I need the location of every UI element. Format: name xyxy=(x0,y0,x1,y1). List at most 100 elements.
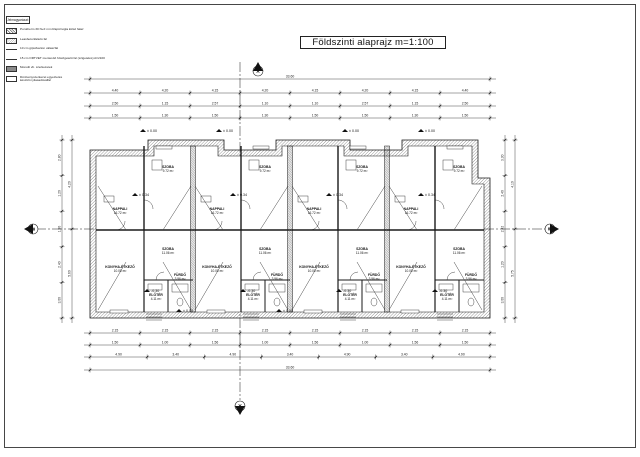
level-triangle xyxy=(176,309,182,312)
dimension-label: 2.15 xyxy=(212,329,219,333)
room-name: NAPPALI xyxy=(307,207,322,211)
legend-item: 10 cm gipszkarton válaszfal xyxy=(6,46,114,54)
level-mark: ± 0.34 xyxy=(132,193,149,197)
room-name: FÜRDŐ xyxy=(465,272,477,277)
level-mark: ± 0.34 xyxy=(418,193,435,197)
fixture xyxy=(200,195,212,203)
window xyxy=(303,309,323,314)
dimension-label: 2.50 xyxy=(112,102,119,106)
dimension-label: 1.10 xyxy=(262,102,269,106)
section-mark: A xyxy=(252,62,264,77)
room-name: KONYHA-ÉTKEZŐ xyxy=(299,264,329,269)
legend-item: Porotherm 30 N+F mm Rapid tégla külső fa… xyxy=(6,27,114,35)
level-value: ± 0.34 xyxy=(333,193,343,197)
roof-line xyxy=(97,261,127,311)
legend-label: Porotherm 30 N+F mm Rapid tégla külső fa… xyxy=(20,27,84,31)
door-swing xyxy=(155,271,165,281)
dimension-label: 1.30 xyxy=(162,114,169,118)
level-mark: ± 0.00 xyxy=(276,309,293,313)
level-triangle xyxy=(336,289,342,292)
level-mark: ± 0.00 xyxy=(418,129,435,133)
legend-title: Jelmagyarázat: xyxy=(6,16,30,24)
roof-line xyxy=(194,261,224,311)
dimension-label: 2.15 xyxy=(462,329,469,333)
roof-line xyxy=(97,185,127,231)
dimension-label: 1.50 xyxy=(362,114,369,118)
room-area: 3.96 m² xyxy=(369,277,380,281)
level-mark: -0.30 xyxy=(144,289,159,293)
level-mark: -0.30 xyxy=(432,289,447,293)
roof-line xyxy=(291,185,321,231)
dimension-label: 4.90 xyxy=(115,353,122,357)
roof-line xyxy=(453,261,483,311)
section-mark-label: B xyxy=(547,227,552,231)
roof-line xyxy=(388,185,418,231)
dimension-right-2: 4.105.75 xyxy=(511,135,518,323)
legend-swatch xyxy=(6,37,17,44)
door-swing xyxy=(115,220,126,231)
door-swing xyxy=(406,220,417,231)
dimension-label: 3.00 xyxy=(501,297,505,304)
dimension-label: 2.50 xyxy=(462,102,469,106)
level-triangle xyxy=(144,289,150,292)
dimension-label: 4.90 xyxy=(230,353,237,357)
room-area: 9.72 m² xyxy=(163,169,174,173)
door-swing xyxy=(434,199,445,210)
level-triangle xyxy=(418,193,424,196)
level-value: ± 0.00 xyxy=(425,129,435,133)
dimension-label: 1.50 xyxy=(212,114,219,118)
bathtub xyxy=(268,283,286,293)
roof-line xyxy=(356,185,386,231)
apartment-unit xyxy=(384,145,484,321)
dimension-label: 1.15 xyxy=(162,102,169,106)
room-name: FÜRDŐ xyxy=(271,272,283,277)
level-mark: -0.30 xyxy=(240,289,255,293)
room-area: 3.96 m² xyxy=(272,277,283,281)
room-name: SZOBA xyxy=(356,247,368,251)
room-area: 11.06 m² xyxy=(259,251,271,255)
section-mark-label: B xyxy=(31,227,36,231)
room-area: 16.72 m² xyxy=(308,211,321,215)
legend-swatch xyxy=(6,66,17,72)
level-value: -0.30 xyxy=(439,289,447,293)
room-area: 9.72 m² xyxy=(260,169,271,173)
room-area: 11.06 m² xyxy=(356,251,368,255)
dimension-label: 4.15 xyxy=(412,89,419,93)
dimension-label: 1.30 xyxy=(262,114,269,118)
legend-item: Monolit vb. szerkezetek xyxy=(6,65,114,73)
room-name: SZOBA xyxy=(453,165,465,169)
dimension-label: 1.50 xyxy=(312,114,319,118)
dimension-label: 3.40 xyxy=(287,353,294,357)
dimension-label: 1.00 xyxy=(362,341,369,345)
window xyxy=(446,145,464,150)
dimension-label: 1.50 xyxy=(112,114,119,118)
party-wall xyxy=(384,145,390,313)
room-name: ELŐTÉR xyxy=(149,292,163,297)
level-mark: ± 0.00 xyxy=(342,129,359,133)
dimension-label: 2.15 xyxy=(112,329,119,333)
dimension-label: 1.50 xyxy=(462,341,469,345)
level-value: ± 0.34 xyxy=(425,193,435,197)
dimension-label: 2.57 xyxy=(362,102,369,106)
fixture xyxy=(345,159,357,171)
dimension-label: 1.50 xyxy=(462,114,469,118)
dimension-label: 4.20 xyxy=(262,89,269,93)
room-name: SZOBA xyxy=(453,247,465,251)
door-swing xyxy=(252,271,262,281)
section-mark-label: A xyxy=(238,403,242,408)
room-area: 10.00 m² xyxy=(114,269,127,273)
level-value: ± 0.34 xyxy=(237,193,247,197)
room-area: 9.72 m² xyxy=(454,169,465,173)
door-swing xyxy=(446,271,456,281)
